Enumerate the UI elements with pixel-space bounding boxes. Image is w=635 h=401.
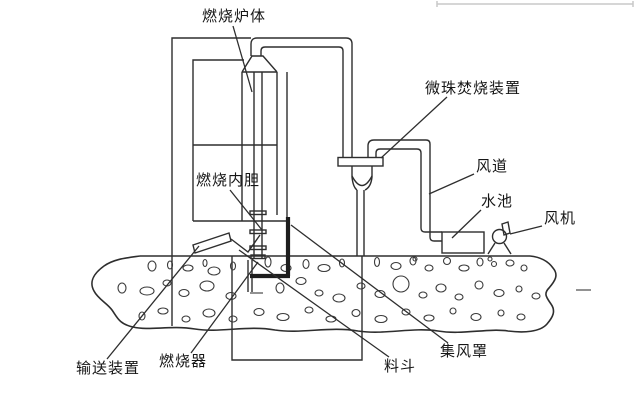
- label-microbead-incinerator: 微珠焚烧装置: [425, 79, 522, 97]
- label-hopper: 料斗: [384, 357, 417, 375]
- label-water-pool: 水池: [481, 192, 514, 210]
- wind-hood-bracket: [250, 217, 291, 279]
- microbead-incinerator: [337, 156, 384, 256]
- label-fan: 风机: [544, 209, 577, 227]
- top-edge-artifact: [436, 1, 634, 7]
- burner-tube: [247, 72, 267, 292]
- inner-liner-column: [241, 55, 278, 221]
- top-pipe: [250, 37, 353, 158]
- label-air-duct: 风道: [476, 157, 509, 175]
- water-pool-box: [441, 231, 485, 254]
- leader-lines: [106, 25, 543, 360]
- conveyor-tube: [192, 232, 232, 254]
- furnace-inner-frame: [192, 59, 288, 222]
- air-duct-pipe: [367, 139, 442, 242]
- label-burner: 燃烧器: [159, 352, 208, 370]
- ground-stones: [117, 256, 591, 324]
- label-inner-liner: 燃烧内胆: [196, 171, 261, 189]
- underground-box: [231, 256, 363, 361]
- ground-mound: [91, 255, 557, 334]
- furnace-outer-frame: [171, 37, 251, 326]
- hopper-funnel: [230, 234, 261, 253]
- label-conveyor: 输送装置: [76, 359, 141, 377]
- fan-unit: [487, 221, 512, 255]
- label-wind-hood: 集风罩: [440, 342, 489, 360]
- label-furnace-body: 燃烧炉体: [202, 7, 267, 25]
